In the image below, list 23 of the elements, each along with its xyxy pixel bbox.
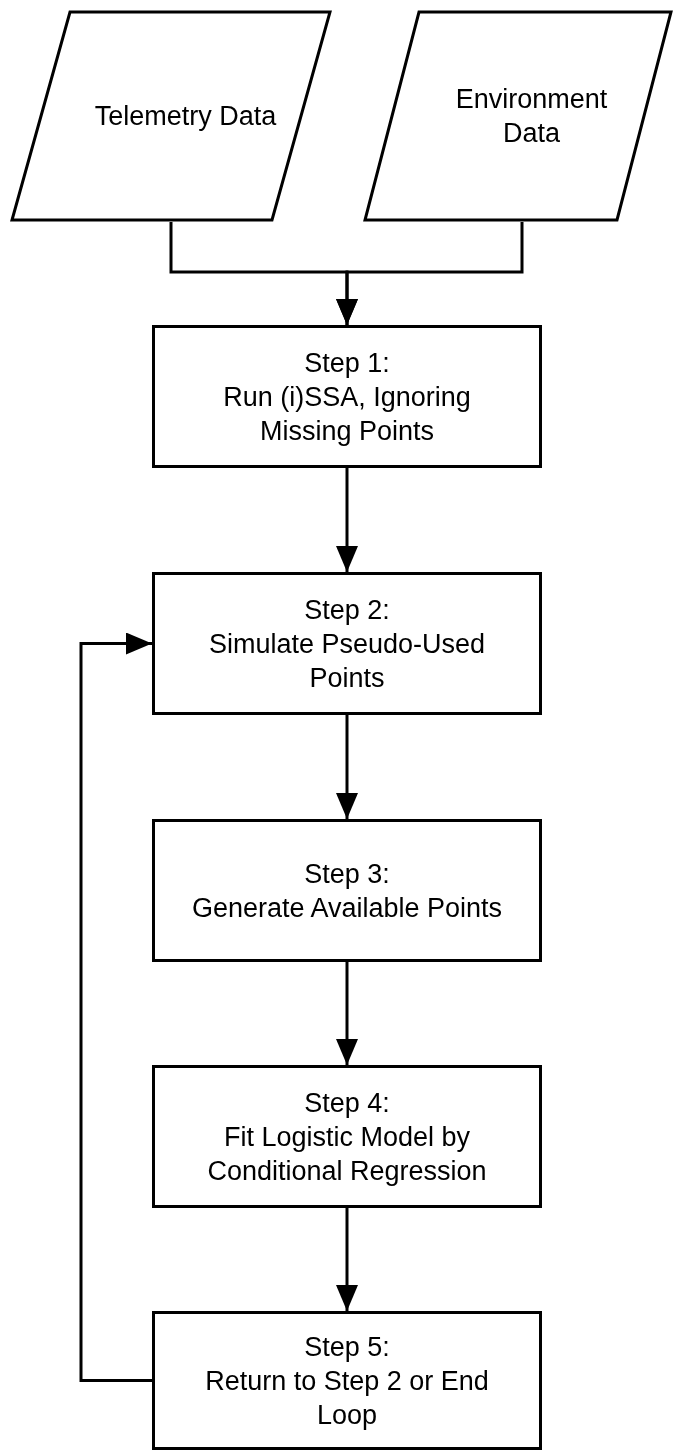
step-text: Run (i)SSA, Ignoring Missing Points	[222, 380, 472, 448]
process-box	[152, 572, 542, 715]
step-heading: Step 5:	[304, 1330, 390, 1364]
step-text: Fit Logistic Model by Conditional Regression	[206, 1120, 488, 1188]
step-text: Generate Available Points	[191, 891, 503, 925]
step-text: Simulate Pseudo-Used Points	[207, 627, 487, 695]
step-heading: Step 4:	[304, 1086, 390, 1120]
step-heading: Step 2:	[304, 593, 390, 627]
arrow	[336, 1208, 358, 1311]
process-box	[152, 325, 542, 468]
arrow	[336, 715, 358, 819]
step-heading: Step 1:	[304, 346, 390, 380]
process-box	[152, 819, 542, 962]
step-text: Environment Data	[454, 83, 609, 150]
step-heading: Step 3:	[304, 857, 390, 891]
arrow	[336, 962, 358, 1065]
process-box	[152, 1311, 542, 1450]
step-text: Return to Step 2 or End Loop	[204, 1364, 490, 1432]
step-text: Telemetry Data	[94, 100, 277, 133]
process-box	[152, 1065, 542, 1208]
arrow	[79, 632, 152, 1382]
arrow	[336, 468, 358, 572]
arrow	[336, 222, 524, 325]
